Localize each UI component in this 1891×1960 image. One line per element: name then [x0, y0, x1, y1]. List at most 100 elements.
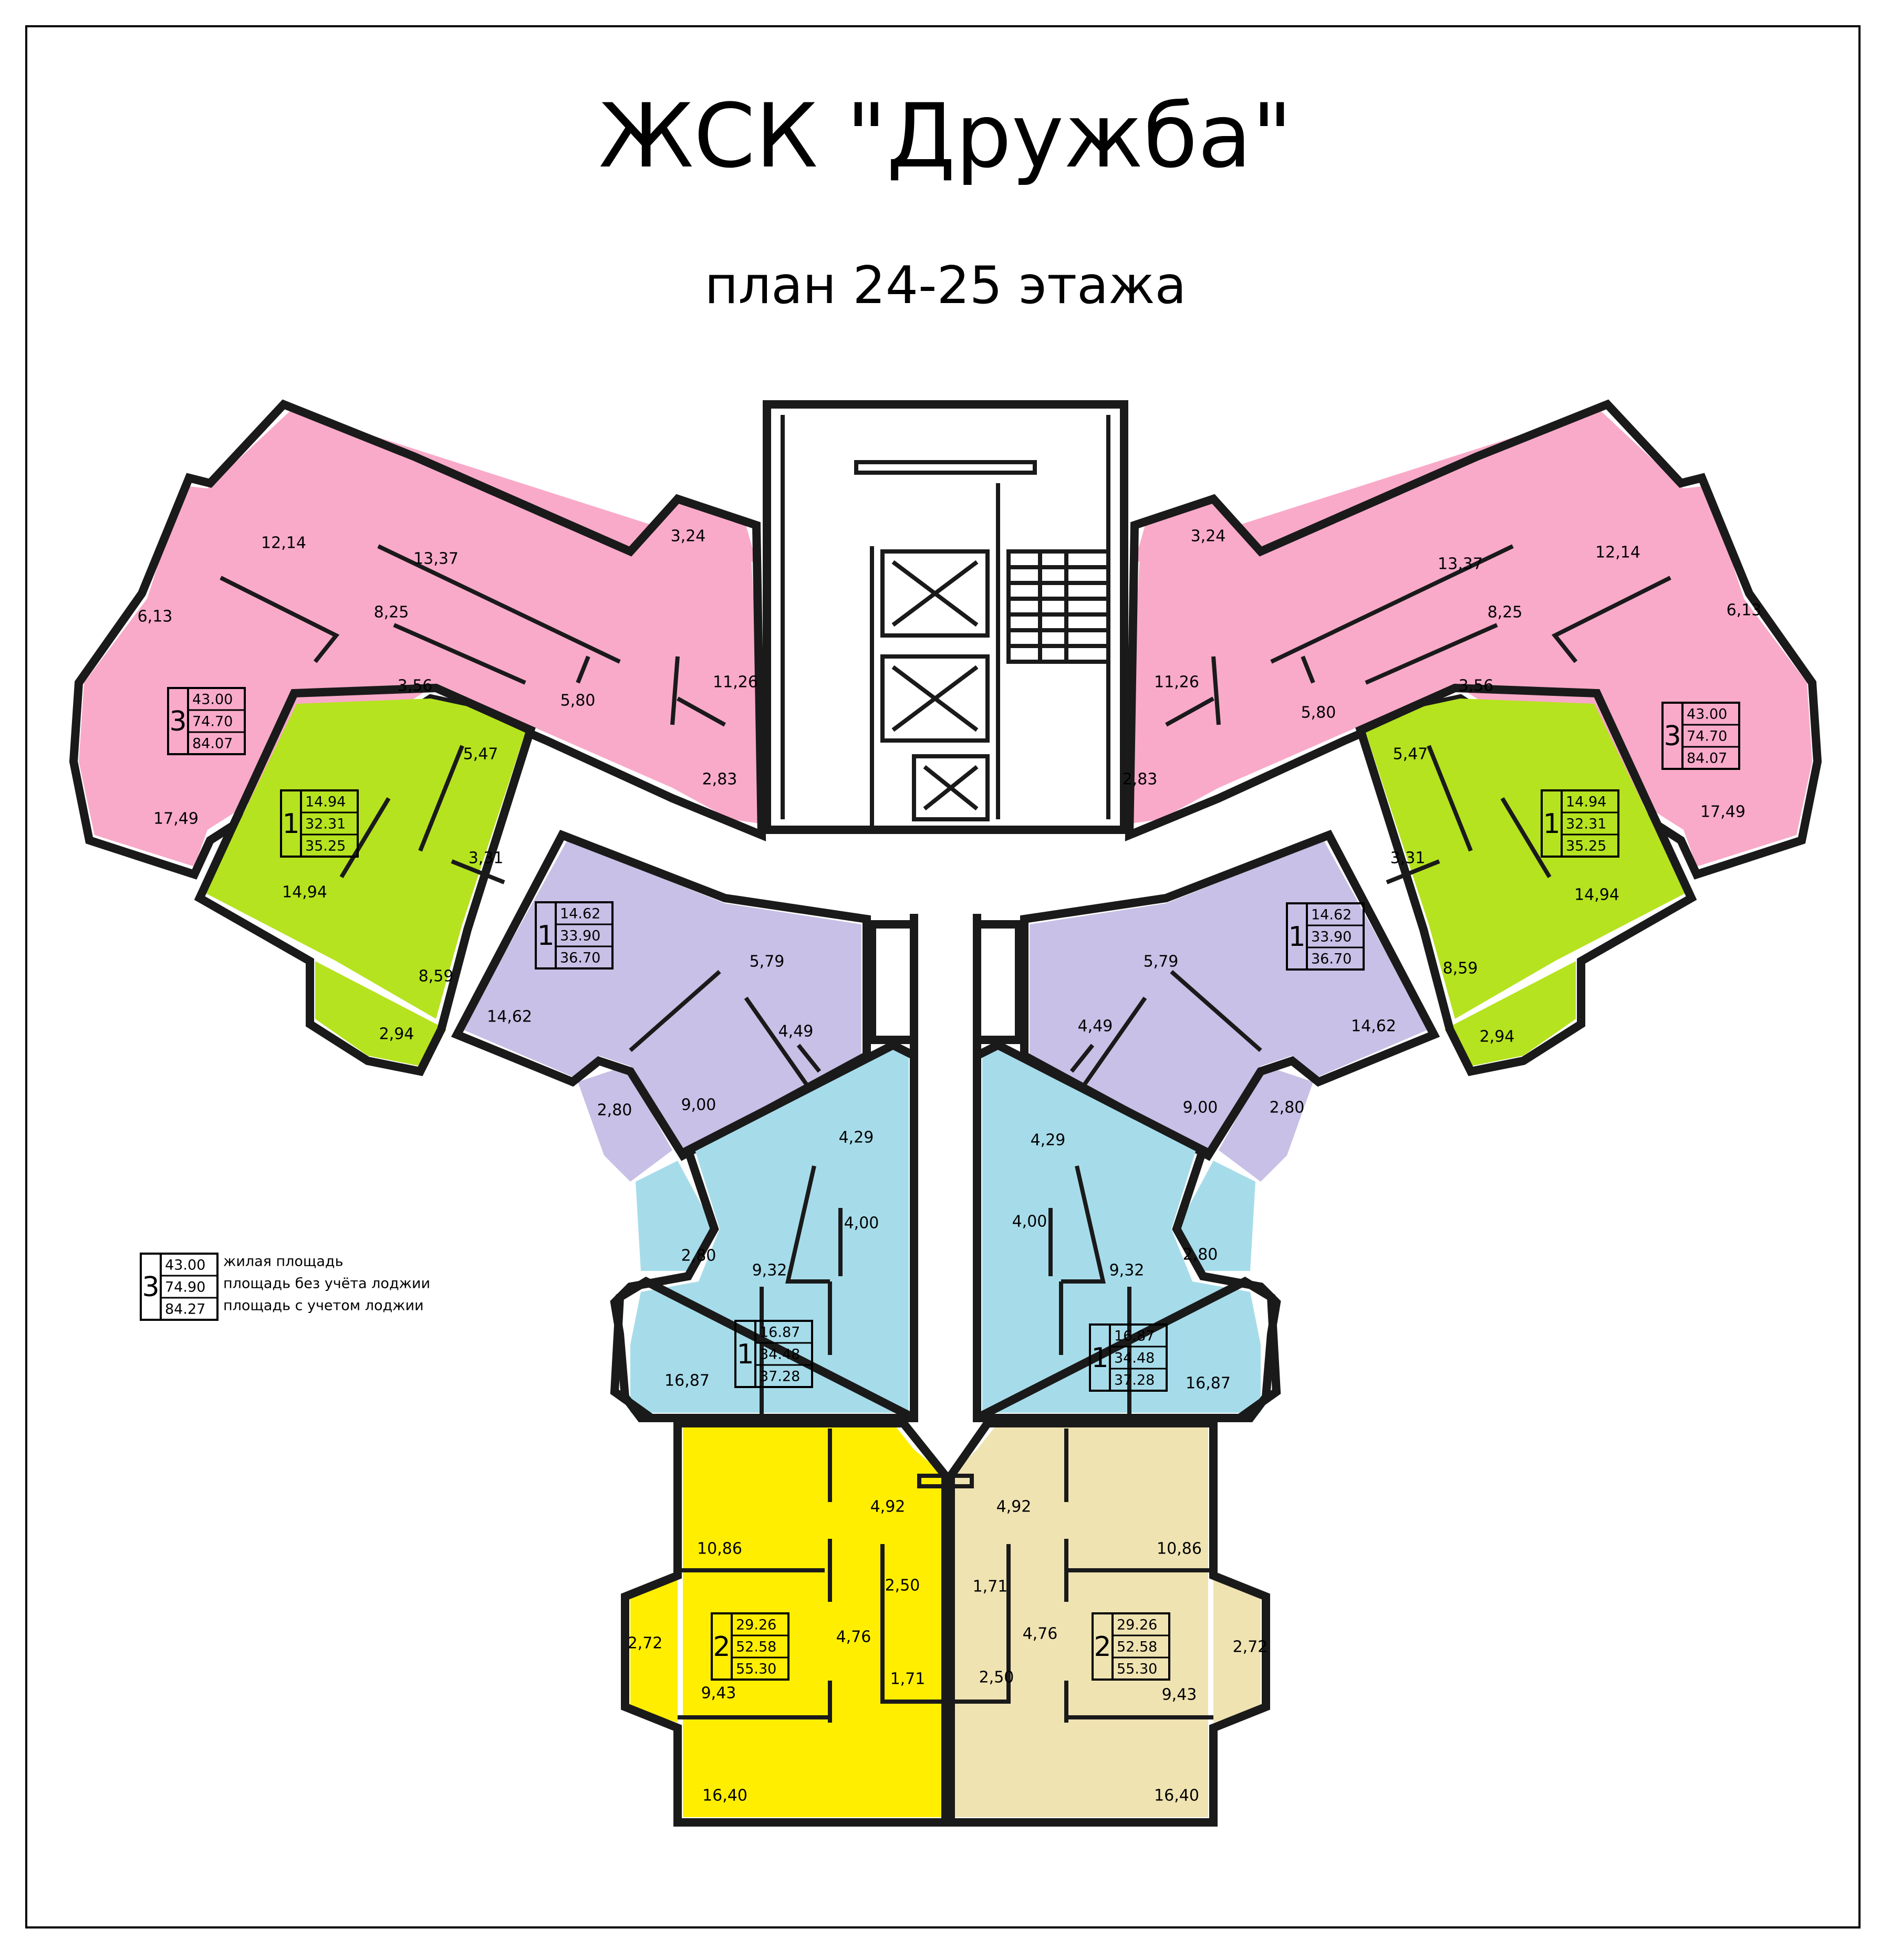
room-area-label: 9,32 [1109, 1262, 1145, 1280]
corridor-shaft [868, 920, 918, 1044]
area-value: 29.26 [1117, 1617, 1157, 1633]
room-area-label: 13,37 [413, 550, 459, 568]
room-area-label: 4,76 [1023, 1625, 1058, 1643]
exterior-wall [947, 1419, 1270, 1827]
room-area-label: 9,43 [701, 1684, 736, 1703]
room-area-label: 2,83 [702, 770, 737, 789]
area-value: 14.62 [1311, 907, 1352, 923]
room-count: 3 [169, 706, 186, 737]
page-title: ЖСК "Дружба" [598, 85, 1293, 187]
room-area-label: 8,25 [1488, 603, 1523, 622]
area-value: 55.30 [1117, 1661, 1157, 1677]
apartment-fill [205, 698, 525, 1019]
room-area-label: 1,71 [973, 1578, 1008, 1596]
room-area-label: 11,26 [713, 673, 758, 692]
room-area-label: 2,94 [379, 1025, 414, 1044]
area-value: 37.28 [760, 1369, 800, 1385]
room-area-label: 16,87 [664, 1372, 710, 1390]
area-value: 74.70 [192, 714, 233, 730]
room-area-label: 14,94 [1574, 886, 1619, 904]
balcony [1213, 1576, 1261, 1723]
room-area-label: 2,83 [1123, 770, 1158, 789]
room-count: 1 [1288, 921, 1305, 953]
room-area-label: 8,59 [419, 967, 454, 986]
info-box-frame [734, 1320, 813, 1388]
interior-wall [951, 1429, 1213, 1723]
room-area-label: 9,00 [681, 1096, 716, 1114]
room-area-label: 2,50 [885, 1577, 920, 1595]
exterior-wall [451, 829, 871, 1161]
room-area-label: 3,31 [469, 849, 504, 868]
elevator-shaft [880, 549, 990, 638]
apartment-fill [683, 1423, 945, 1817]
page-frame [25, 25, 1861, 1928]
area-value: 36.70 [560, 950, 600, 966]
room-area-label: 3,56 [398, 677, 433, 695]
info-box-frame [1541, 789, 1619, 858]
apartment-info-box: 1 14.62 33.90 36.70 [1286, 902, 1365, 971]
area-value: 52.58 [1117, 1639, 1157, 1655]
area-value: 52.58 [736, 1639, 776, 1655]
area-value: 29.26 [736, 1617, 776, 1633]
room-area-label: 9,32 [752, 1262, 787, 1280]
area-value: 36.70 [1311, 951, 1352, 967]
info-box-frame [1089, 1323, 1168, 1392]
room-area-label: 9,00 [1183, 1099, 1218, 1117]
room-area-label: 2,80 [1270, 1099, 1305, 1117]
exterior-wall [1020, 829, 1440, 1161]
interior-wall [1165, 544, 1671, 727]
area-value: 34.48 [760, 1347, 800, 1363]
room-area-label: 4,49 [778, 1023, 814, 1041]
area-value: 84.07 [1687, 750, 1727, 767]
room-area-label: 11,26 [1154, 673, 1199, 692]
area-value: 84.27 [165, 1301, 205, 1318]
apartment-green-right [1355, 683, 1697, 1077]
info-box-frame [1286, 902, 1365, 971]
balcony [315, 961, 446, 1066]
apartment-fill [1366, 698, 1686, 1019]
room-area-label: 4,29 [839, 1129, 874, 1147]
room-area-label: 5,80 [1301, 704, 1336, 722]
room-area-label: 2,72 [628, 1634, 663, 1653]
room-area-label: 1,71 [890, 1670, 926, 1688]
room-area-label: 5,80 [560, 692, 596, 710]
info-box-frame [280, 789, 359, 858]
landing [854, 460, 1037, 475]
room-count: 1 [537, 920, 554, 952]
core-wall [763, 400, 1128, 834]
area-value: 37.28 [1114, 1372, 1155, 1389]
area-value: 55.30 [736, 1661, 776, 1677]
area-value: 74.90 [165, 1279, 205, 1296]
room-area-label: 5,47 [1393, 745, 1428, 764]
apartment-pink-right [1124, 399, 1822, 880]
area-value: 16.87 [760, 1325, 800, 1341]
area-value: 33.90 [1311, 929, 1352, 945]
room-area-label: 6,13 [1727, 601, 1762, 620]
corridor-shaft [973, 920, 1023, 1044]
balcony [1445, 961, 1576, 1066]
balcony [1135, 502, 1253, 562]
balcony [79, 486, 194, 835]
room-area-label: 14,62 [487, 1008, 532, 1026]
info-box-frame [1661, 702, 1740, 770]
landing [917, 1474, 974, 1488]
room-area-label: 16,40 [1154, 1787, 1199, 1805]
room-count: 2 [713, 1631, 730, 1663]
legend-label: жилая площадь [223, 1254, 344, 1270]
elevator-shaft [912, 754, 990, 821]
area-value: 32.31 [305, 816, 346, 832]
room-area-label: 4,76 [836, 1628, 871, 1646]
interior-wall [339, 745, 505, 884]
interior-wall [1386, 745, 1552, 884]
room-area-label: 14,94 [282, 883, 327, 902]
bay-window [975, 1276, 1281, 1422]
room-area-label: 5,79 [750, 953, 785, 971]
room-labels: 12,14 13,37 3,24 6,13 8,25 11,26 3,56 5,… [138, 527, 1762, 1805]
room-area-label: 17,49 [153, 810, 199, 828]
